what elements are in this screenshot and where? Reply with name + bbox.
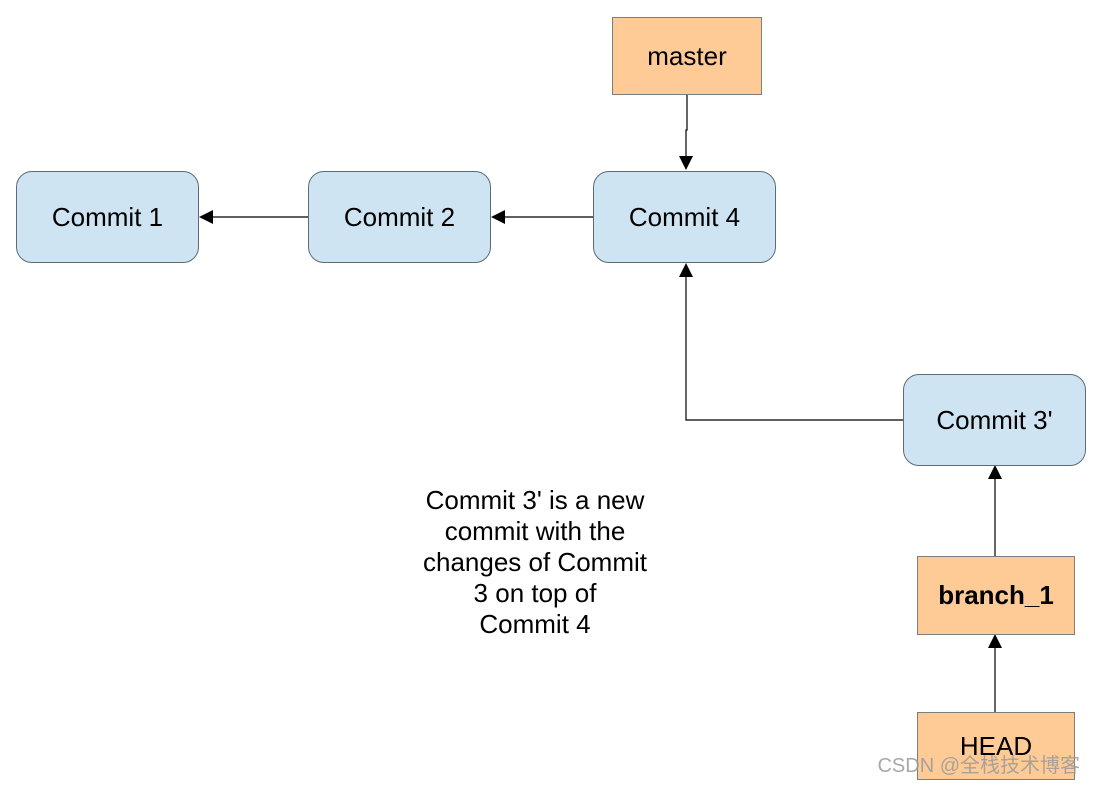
commit-4-label: Commit 4 bbox=[628, 201, 741, 232]
explanation-note: Commit 3' is a new commit with the chang… bbox=[395, 485, 675, 640]
master-label: master bbox=[647, 40, 727, 71]
master-ref-box: master bbox=[612, 17, 762, 95]
arrow-commit3p-to-commit4 bbox=[679, 263, 903, 421]
commit-3-prime-label: Commit 3' bbox=[936, 404, 1053, 435]
note-line: Commit 4 bbox=[479, 609, 591, 639]
head-label: HEAD bbox=[959, 730, 1033, 761]
commit-4-node: Commit 4 bbox=[593, 171, 776, 263]
branch-1-ref-box: branch_1 bbox=[917, 556, 1075, 635]
note-line: changes of Commit bbox=[423, 547, 647, 577]
commit-3-prime-node: Commit 3' bbox=[903, 374, 1086, 466]
commit-2-label: Commit 2 bbox=[343, 201, 456, 232]
watermark: CSDN @全栈技术博客 bbox=[877, 755, 1080, 777]
branch-1-label: branch_1 bbox=[938, 580, 1054, 610]
commit-1-node: Commit 1 bbox=[16, 171, 199, 263]
note-line: commit with the bbox=[444, 516, 626, 546]
note-line: Commit 3' is a new bbox=[425, 485, 645, 515]
commit-1-label: Commit 1 bbox=[51, 201, 164, 232]
note-line: 3 on top of bbox=[473, 578, 597, 608]
commit-2-node: Commit 2 bbox=[308, 171, 491, 263]
head-ref-box: HEAD bbox=[917, 712, 1075, 780]
arrow-master-to-commit4 bbox=[679, 95, 693, 170]
